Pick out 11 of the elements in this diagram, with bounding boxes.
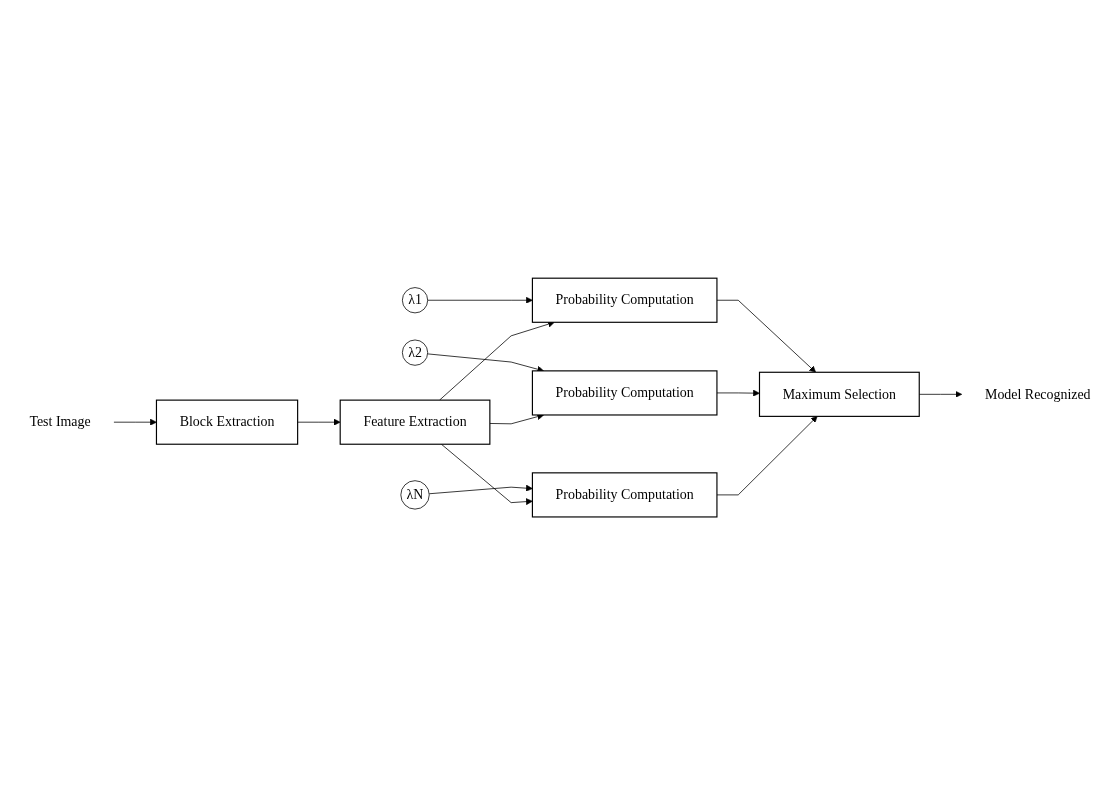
node-box: Probability Computation [531, 472, 718, 518]
node-box: Feature Extraction [339, 399, 491, 446]
node-text: Test Image [29, 414, 91, 430]
node-circle: λN [400, 480, 430, 510]
node-text: Model Recognized [985, 386, 1091, 403]
node-box: Probability Computation [531, 370, 718, 416]
node-circle: λ2 [401, 340, 429, 367]
node-box: Maximum Selection [758, 372, 920, 418]
node-box: Block Extraction [155, 399, 299, 446]
node-circle: λ1 [401, 287, 429, 314]
node-box: Probability Computation [531, 278, 718, 324]
